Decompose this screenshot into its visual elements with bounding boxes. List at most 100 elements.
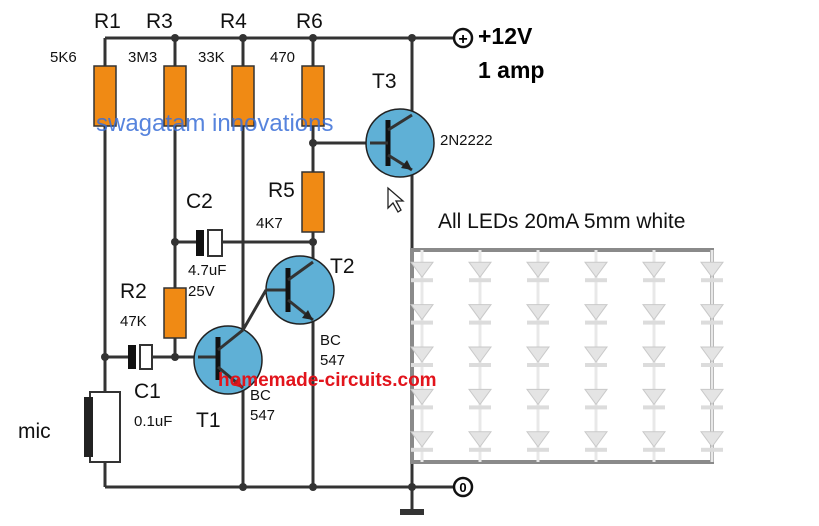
junction-dot <box>309 34 317 42</box>
positive-terminal-icon <box>452 27 474 49</box>
label-t2: T2 <box>330 255 355 278</box>
label-r2-value: 47K <box>120 313 147 330</box>
positive-terminal-sign: + <box>458 31 467 48</box>
junction-dot <box>171 238 179 246</box>
led-icon <box>584 261 608 279</box>
junction-dot <box>309 139 317 147</box>
led-icon <box>526 261 550 279</box>
label-r4: R4 <box>220 10 247 33</box>
led-icon <box>642 388 666 406</box>
label-t1-type-b: 547 <box>250 407 275 424</box>
resistor-r3 <box>163 65 187 127</box>
led-icon <box>700 431 724 448</box>
led-icon <box>526 431 550 448</box>
junction-dot <box>309 483 317 491</box>
led-cathode-bar <box>585 447 607 452</box>
led-cathode-bar <box>643 320 665 325</box>
led-icon <box>700 346 724 363</box>
led-icon <box>584 304 608 321</box>
led-cathode-bar <box>527 278 549 283</box>
led-icon <box>410 346 434 363</box>
led-cathode-bar <box>469 320 491 325</box>
led-cathode-bar <box>527 363 549 367</box>
led-cathode-bar <box>411 278 433 283</box>
led-cathode-bar <box>643 405 665 410</box>
led-icon <box>410 431 434 448</box>
led-icon <box>584 346 608 363</box>
capacitors <box>128 229 223 370</box>
label-r1: R1 <box>94 10 121 33</box>
junction-dot <box>239 34 247 42</box>
led-cathode-bar <box>469 447 491 452</box>
label-t1: T1 <box>196 409 221 432</box>
junction-dot <box>171 353 179 361</box>
led-icon <box>642 304 666 321</box>
transistor-t1 <box>193 325 263 395</box>
led-icon <box>410 388 434 406</box>
capacitor-c2-body <box>207 229 223 257</box>
capacitor-c1-plate <box>128 345 136 369</box>
mic-icon <box>89 391 121 463</box>
led-icon <box>526 388 550 406</box>
resistor-r4 <box>231 65 255 127</box>
label-r1-value: 5K6 <box>50 49 77 66</box>
transistor-t1-body <box>193 325 263 395</box>
label-r3-value: 3M3 <box>128 49 157 66</box>
component-labels: R1 5K6 R3 3M3 R4 33K R6 470 R5 4K7 R2 47… <box>18 10 685 443</box>
mouse-cursor-icon <box>387 186 405 213</box>
led-cathode-bar <box>469 278 491 283</box>
label-c1-value: 0.1uF <box>134 413 172 430</box>
resistors <box>93 65 325 339</box>
led-icon <box>468 261 492 279</box>
led-cathode-bar <box>643 363 665 367</box>
label-r4-value: 33K <box>198 49 225 66</box>
label-mic: mic <box>18 420 51 443</box>
led-cathode-bar <box>701 363 723 367</box>
label-supply-voltage: +12V <box>478 23 533 49</box>
led-cathode-bar <box>527 320 549 325</box>
led-matrix <box>410 248 724 464</box>
led-matrix-frame <box>410 248 714 464</box>
led-icon <box>468 431 492 448</box>
led-cathode-bar <box>411 447 433 452</box>
led-icon <box>700 304 724 321</box>
led-cathode-bar <box>701 405 723 410</box>
microphone <box>84 391 121 463</box>
label-supply-current: 1 amp <box>478 57 544 83</box>
led-icon <box>642 346 666 363</box>
led-cathode-bar <box>585 320 607 325</box>
led-icon <box>410 261 434 279</box>
led-cathode-bar <box>469 405 491 410</box>
transistor-t3-body <box>365 108 435 178</box>
label-r5: R5 <box>268 179 295 202</box>
resistor-r5 <box>301 171 325 233</box>
led-icon <box>700 261 724 279</box>
resistor-r6 <box>301 65 325 127</box>
led-cathode-bar <box>585 278 607 283</box>
mic-diaphragm <box>84 397 93 457</box>
transistor-t3 <box>365 108 435 178</box>
label-t3: T3 <box>372 70 397 93</box>
supply-terminals: + 0 <box>452 27 474 498</box>
led-icon <box>700 388 724 406</box>
junction-dot <box>239 483 247 491</box>
capacitor-c2-plate <box>196 230 204 256</box>
label-r5-value: 4K7 <box>256 215 283 232</box>
label-r3: R3 <box>146 10 173 33</box>
led-icon <box>468 346 492 363</box>
led-cathode-bar <box>411 405 433 410</box>
junctions <box>101 34 416 491</box>
label-r6-value: 470 <box>270 49 295 66</box>
led-cathode-bar <box>701 447 723 452</box>
ground-terminal-label: 0 <box>459 480 466 495</box>
label-c2-value: 4.7uF <box>188 262 226 279</box>
label-leds-caption: All LEDs 20mA 5mm white <box>438 210 685 233</box>
junction-dot <box>408 34 416 42</box>
junction-dot <box>309 238 317 246</box>
led-icon <box>410 304 434 321</box>
led-icon <box>526 304 550 321</box>
led-cathode-bar <box>411 363 433 367</box>
led-cathode-bar <box>469 363 491 367</box>
led-cathode-bar <box>585 363 607 367</box>
